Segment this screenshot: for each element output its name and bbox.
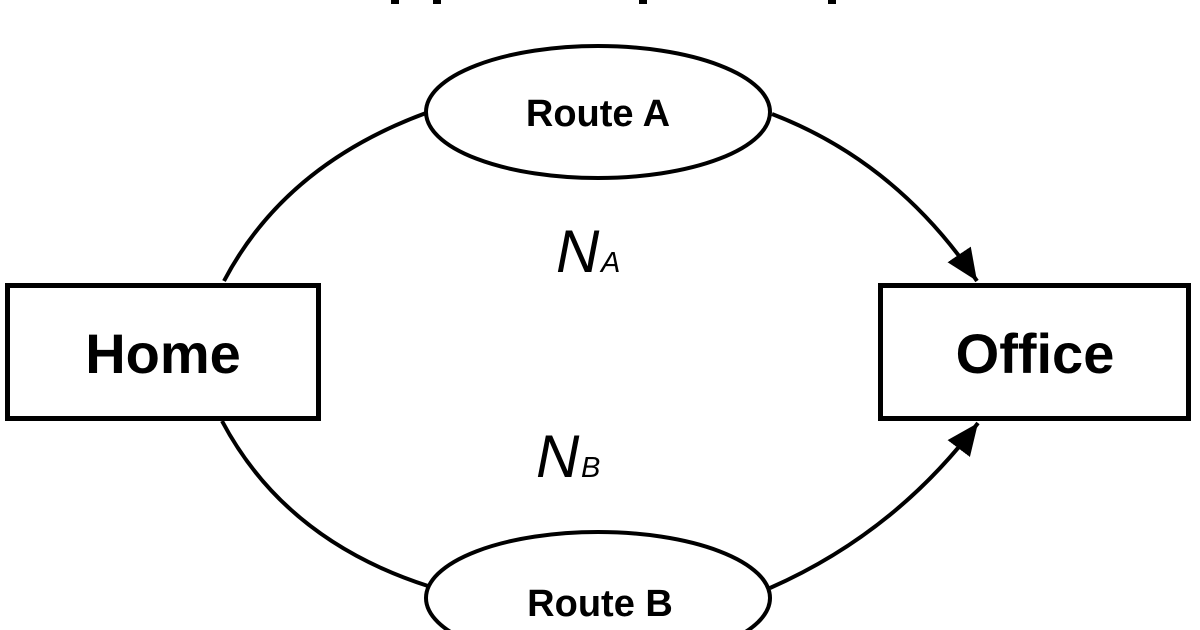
edge-label-nb-subscript: B	[581, 452, 600, 484]
cropped-caption-fragment	[828, 0, 836, 4]
node-route-b-label: Route B	[527, 583, 673, 625]
edge-label-nb: N B	[536, 423, 600, 490]
cropped-caption-fragment	[639, 0, 647, 4]
node-office-box	[878, 283, 1191, 421]
node-office-label: Office	[956, 322, 1115, 385]
edge-home-to-route-a	[222, 111, 427, 282]
edge-label-nb-base: N	[536, 423, 580, 490]
edge-home-to-route-b	[220, 420, 429, 588]
edge-label-na-subscript: A	[599, 247, 620, 279]
edge-route-a-to-office	[771, 112, 979, 283]
node-home-label: Home	[85, 322, 241, 385]
cropped-caption-fragments	[391, 0, 836, 4]
node-home-box	[5, 283, 321, 421]
cropped-caption-fragment	[433, 0, 441, 4]
edge-route-b-to-office	[769, 421, 980, 590]
edge-label-na: N A	[556, 218, 620, 285]
edge-label-na-base: N	[556, 218, 600, 285]
node-route-a-label: Route A	[526, 93, 670, 135]
node-route-a-ellipse	[424, 44, 772, 180]
node-route-b-ellipse	[424, 530, 772, 630]
cropped-caption-fragment	[391, 0, 399, 4]
